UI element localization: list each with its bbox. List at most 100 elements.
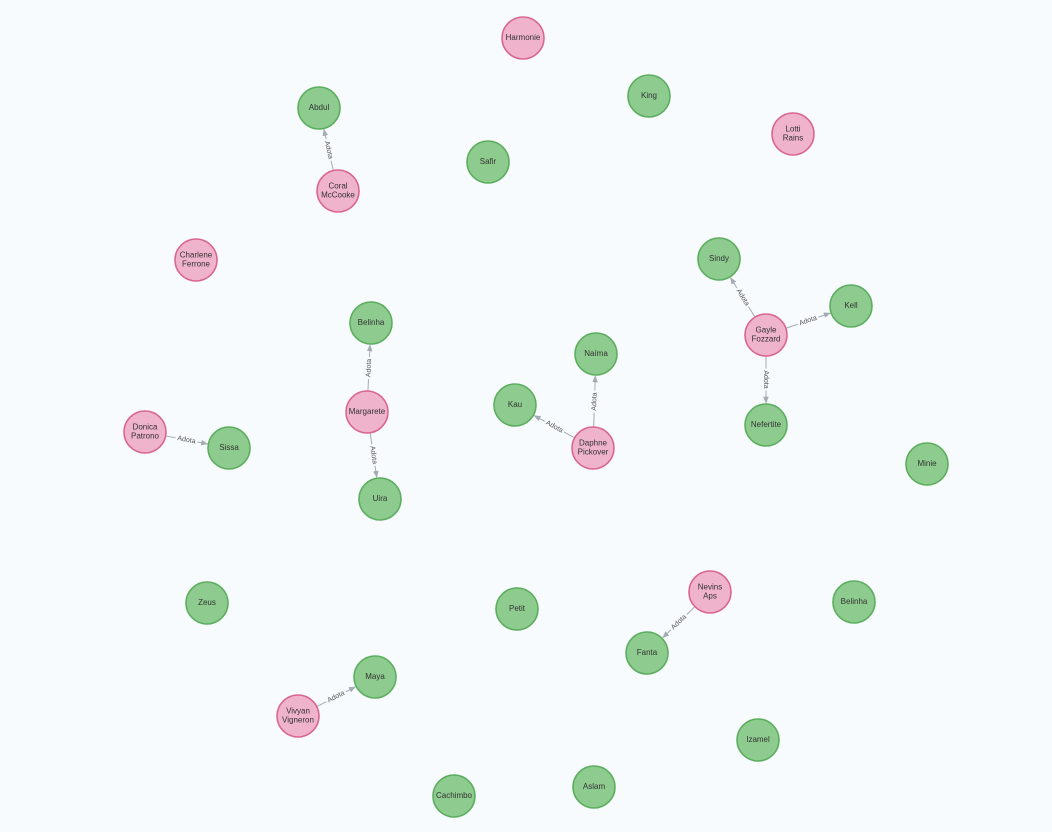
- edge-daphne-kau[interactable]: Adota: [533, 415, 575, 439]
- node-label: Uira: [373, 494, 388, 503]
- node-circle: [501, 16, 545, 60]
- edge-donica-sissa[interactable]: Adota: [165, 433, 209, 447]
- node-label: Cachimbo: [436, 791, 473, 800]
- node-circle: [358, 477, 402, 521]
- node-label: Safir: [480, 157, 497, 166]
- node-label: Minie: [917, 459, 937, 468]
- pet-node-fanta[interactable]: Fanta: [625, 631, 669, 675]
- node-circle: [495, 587, 539, 631]
- pet-node-zeus[interactable]: Zeus: [185, 581, 229, 625]
- node-label: Vigneron: [282, 716, 314, 725]
- edge-gayle-kell[interactable]: Adota: [785, 312, 831, 329]
- edge-label-bg: [733, 285, 753, 310]
- node-circle: [572, 765, 616, 809]
- edge-margarete-uira[interactable]: Adota: [367, 432, 380, 478]
- pet-node-abdul[interactable]: Abdul: [297, 86, 341, 130]
- node-circle: [744, 313, 788, 357]
- node-label: Ferrone: [182, 260, 211, 269]
- node-circle: [571, 426, 615, 470]
- edge-label: Adota: [762, 370, 769, 388]
- pet-node-belinha2[interactable]: Belinha: [832, 580, 876, 624]
- person-node-harmonie[interactable]: Harmonie: [501, 16, 545, 60]
- pet-node-maya[interactable]: Maya: [353, 655, 397, 699]
- node-label: Nevins: [698, 583, 722, 592]
- pet-node-sindy[interactable]: Sindy: [697, 237, 741, 281]
- edge-coral-abdul[interactable]: Adota: [321, 128, 336, 171]
- node-circle: [771, 112, 815, 156]
- pet-node-nefertite[interactable]: Nefertite: [744, 403, 788, 447]
- pet-node-cachimbo[interactable]: Cachimbo: [432, 774, 476, 818]
- pet-node-safir[interactable]: Safir: [466, 140, 510, 184]
- edge-margarete-belinha1[interactable]: Adota: [363, 344, 374, 392]
- node-label: Lotti: [785, 125, 800, 134]
- node-label: Naíma: [584, 349, 608, 358]
- node-label: Daphne: [579, 439, 608, 448]
- edge-label: Adota: [798, 315, 818, 328]
- node-label: Izamel: [746, 735, 770, 744]
- node-label: Aslam: [583, 782, 606, 791]
- node-circle: [688, 570, 732, 614]
- edge-label: Adota: [591, 392, 599, 411]
- node-label: Kau: [508, 400, 522, 409]
- node-label: King: [641, 91, 657, 100]
- pet-node-kell[interactable]: Kell: [829, 284, 873, 328]
- edge-label-bg: [324, 687, 348, 706]
- node-circle: [744, 403, 788, 447]
- edge-daphne-naima[interactable]: Adota: [589, 375, 600, 428]
- edge-gayle-sindy[interactable]: Adota: [730, 277, 756, 318]
- node-label: Donica: [133, 423, 158, 432]
- pet-node-naima[interactable]: Naíma: [574, 332, 618, 376]
- pet-node-petit[interactable]: Petit: [495, 587, 539, 631]
- pet-node-aslam[interactable]: Aslam: [572, 765, 616, 809]
- node-circle: [625, 631, 669, 675]
- node-label: Charlene: [180, 251, 213, 260]
- pet-node-sissa[interactable]: Sissa: [207, 426, 251, 470]
- pet-node-kau[interactable]: Kau: [493, 383, 537, 427]
- edge-gayle-nefertite[interactable]: Adota: [761, 356, 771, 404]
- node-label: Vivyan: [286, 707, 310, 716]
- node-circle: [345, 390, 389, 434]
- node-label: Maya: [365, 672, 385, 681]
- edge-label: Adota: [368, 445, 378, 464]
- edge-label-bg: [589, 390, 600, 413]
- node-circle: [316, 169, 360, 213]
- pet-node-minie[interactable]: Minie: [905, 442, 949, 486]
- node-circle: [627, 74, 671, 118]
- edge-label: Adota: [365, 359, 373, 378]
- edge-label-bg: [761, 368, 771, 391]
- node-circle: [697, 237, 741, 281]
- edge-label: Adota: [177, 435, 196, 445]
- node-label: Fozzard: [752, 335, 781, 344]
- edge-label-bg: [363, 356, 374, 380]
- pet-node-izamel[interactable]: Izamel: [736, 718, 780, 762]
- pet-node-uira[interactable]: Uira: [358, 477, 402, 521]
- node-circle: [349, 301, 393, 345]
- edge-nevins-fanta[interactable]: Adota: [662, 606, 696, 639]
- node-label: Kell: [844, 301, 858, 310]
- edge-label-bg: [367, 443, 380, 467]
- edge-vivyan-maya[interactable]: Adota: [316, 686, 356, 707]
- node-circle: [353, 655, 397, 699]
- pet-node-king[interactable]: King: [627, 74, 671, 118]
- person-node-margarete[interactable]: Margarete: [345, 390, 389, 434]
- edge-label: Adota: [670, 613, 688, 631]
- edge-label-bg: [796, 312, 820, 329]
- node-circle: [466, 140, 510, 184]
- node-label: Sindy: [709, 254, 729, 263]
- node-circle: [493, 383, 537, 427]
- node-circle: [829, 284, 873, 328]
- node-label: Fanta: [637, 648, 658, 657]
- node-label: Nefertite: [751, 420, 782, 429]
- node-label: Aps: [703, 592, 717, 601]
- pet-node-belinha1[interactable]: Belinha: [349, 301, 393, 345]
